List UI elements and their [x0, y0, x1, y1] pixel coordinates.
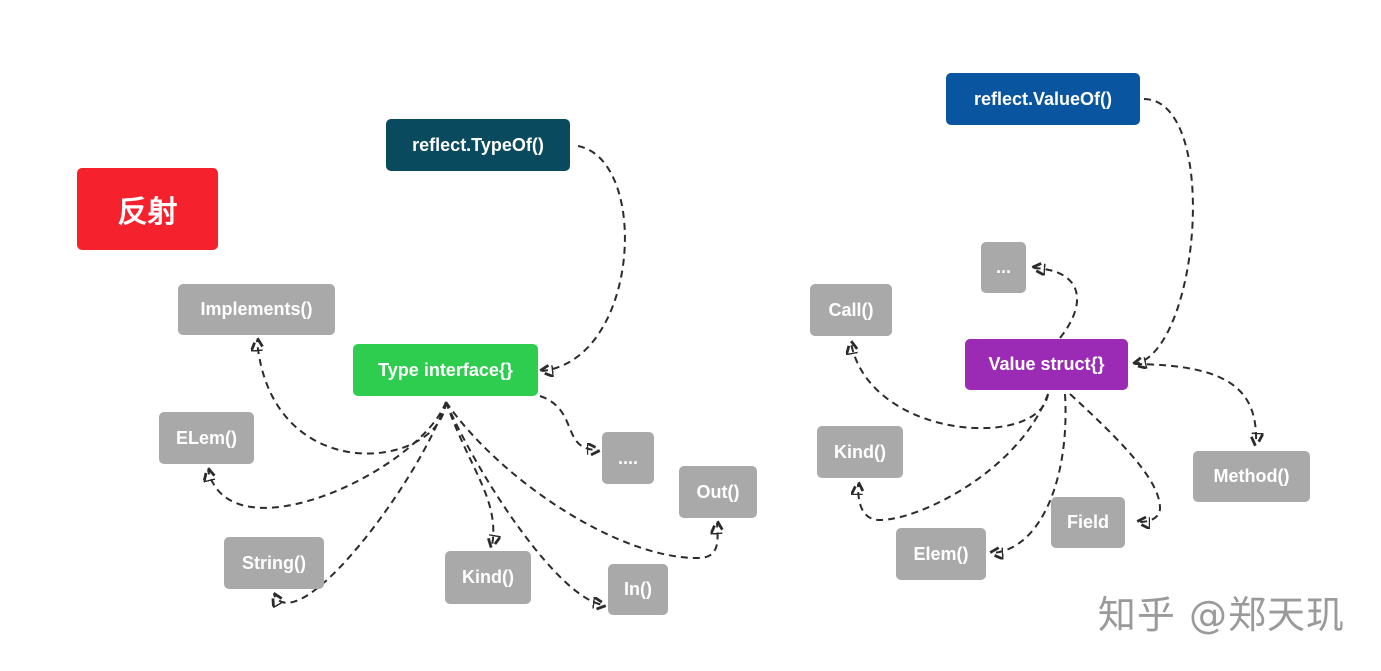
string-node: String() — [224, 537, 324, 589]
edge-type-to-kind — [445, 401, 493, 546]
elem-node: ELem() — [159, 412, 254, 464]
edge-value-to-dots — [1034, 268, 1078, 339]
edge-valueof-to-value — [1135, 98, 1194, 364]
kind-node: Kind() — [445, 551, 531, 604]
reflect-typeof-node: reflect.TypeOf() — [386, 119, 570, 171]
edge-type-to-dots — [539, 395, 598, 450]
edge-type-to-in — [445, 401, 604, 605]
type-interface-node: Type interface{} — [353, 344, 538, 396]
edge-value-to-field — [1069, 393, 1162, 522]
call-node: Call() — [810, 284, 892, 336]
edge-type-to-string — [274, 401, 447, 603]
method-node: Method() — [1193, 451, 1310, 502]
field-node: Field — [1051, 497, 1125, 548]
edge-value-to-method — [1134, 363, 1256, 444]
edge-value-to-kind — [858, 393, 1049, 522]
watermark-text: 知乎 @郑天玑 — [1097, 593, 1345, 637]
implements-node: Implements() — [178, 284, 335, 335]
value-elem-node: Elem() — [896, 528, 986, 580]
edge-value-to-elem — [992, 393, 1067, 553]
value-kind-node: Kind() — [817, 426, 903, 478]
in-node: In() — [608, 564, 668, 615]
title-badge: 反射 — [77, 168, 218, 250]
edge-value-to-call — [851, 343, 1049, 430]
reflect-valueof-node: reflect.ValueOf() — [946, 73, 1140, 125]
type-more-node: .... — [602, 432, 654, 484]
value-more-node: ... — [981, 242, 1026, 293]
out-node: Out() — [679, 466, 757, 518]
value-struct-node: Value struct{} — [965, 339, 1128, 390]
edge-typeof-to-type — [542, 145, 626, 371]
edge-type-to-out — [445, 401, 718, 560]
